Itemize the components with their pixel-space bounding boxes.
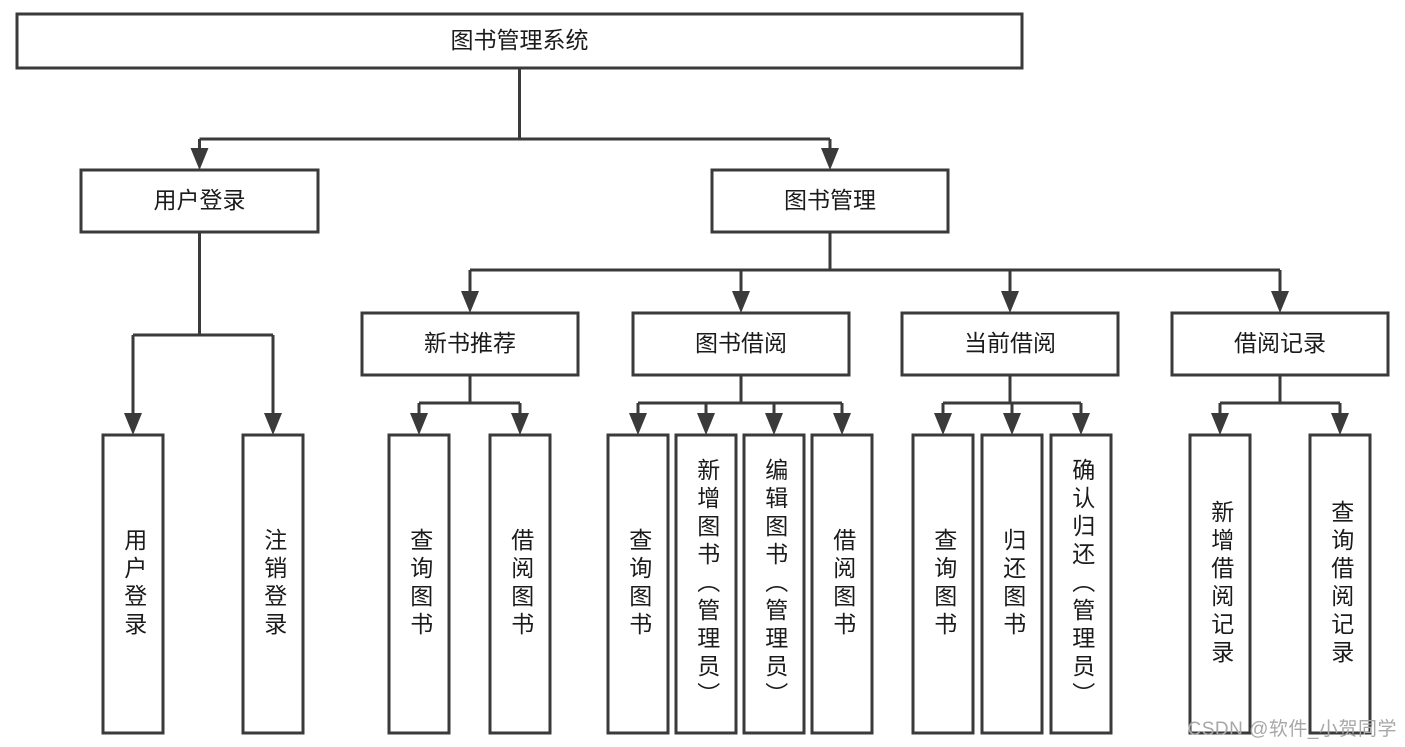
arrow-to-leaf-10 [1072, 413, 1090, 435]
arrow-to-leaf-8 [934, 413, 952, 435]
arrow-to-leaf-6 [765, 413, 783, 435]
level3-node-3[interactable] [1170, 311, 1390, 377]
arrow-level2-to-level3-3 [1271, 291, 1289, 313]
arrow-to-leaf-7 [833, 413, 851, 435]
level3-node-3-label: 借阅记录 [1234, 330, 1326, 356]
root-node-book-management-system[interactable] [15, 12, 1024, 70]
level3-node-0-label: 新书推荐 [424, 330, 516, 356]
leaf-node-11[interactable] [1188, 433, 1252, 735]
arrow-level2-to-level3-1 [732, 291, 750, 313]
level3-node-1-label: 图书借阅 [695, 330, 787, 356]
leaf-node-9[interactable] [980, 433, 1044, 735]
level3-node-1[interactable] [631, 311, 851, 377]
box-layer [15, 12, 1390, 735]
level3-node-0[interactable] [360, 311, 580, 377]
arrow-to-leaf-1 [264, 413, 282, 435]
leaf-node-8[interactable] [911, 433, 975, 735]
arrow-to-leaf-12 [1331, 413, 1349, 435]
connector-layer [124, 68, 1349, 435]
arrow-to-leaf-11 [1211, 413, 1229, 435]
arrow-to-leaf-3 [511, 413, 529, 435]
arrow-to-leaf-0 [124, 413, 142, 435]
leaf-node-2[interactable] [387, 433, 451, 735]
level2-node-1-label: 图书管理 [784, 187, 876, 213]
arrow-level2-to-level3-2 [1001, 291, 1019, 313]
watermark-text: CSDN @软件_小贺同学 [1187, 719, 1397, 740]
arrow-level2-to-level3-0 [461, 291, 479, 313]
level3-node-2[interactable] [900, 311, 1120, 377]
arrow-root-to-level2-1 [821, 148, 839, 170]
level2-node-0[interactable] [79, 168, 320, 234]
arrow-root-to-level2-0 [190, 148, 209, 170]
leaf-node-10[interactable] [1049, 433, 1113, 735]
leaf-node-12[interactable] [1308, 433, 1372, 735]
leaf-node-5[interactable] [674, 433, 738, 735]
level2-node-0-label: 用户登录 [154, 187, 246, 213]
leaf-node-3[interactable] [488, 433, 552, 735]
leaf-node-1[interactable] [241, 433, 305, 735]
arrow-to-leaf-4 [629, 413, 647, 435]
root-node-book-management-system-label: 图书管理系统 [451, 27, 589, 53]
leaf-node-4[interactable] [606, 433, 670, 735]
leaf-node-7[interactable] [810, 433, 874, 735]
arrow-to-leaf-5 [697, 413, 715, 435]
level2-node-1[interactable] [710, 168, 950, 234]
arrow-to-leaf-2 [410, 413, 428, 435]
leaf-node-6[interactable] [742, 433, 806, 735]
leaf-node-0[interactable] [101, 433, 165, 735]
arrow-to-leaf-9 [1003, 413, 1021, 435]
level3-node-2-label: 当前借阅 [964, 330, 1056, 356]
